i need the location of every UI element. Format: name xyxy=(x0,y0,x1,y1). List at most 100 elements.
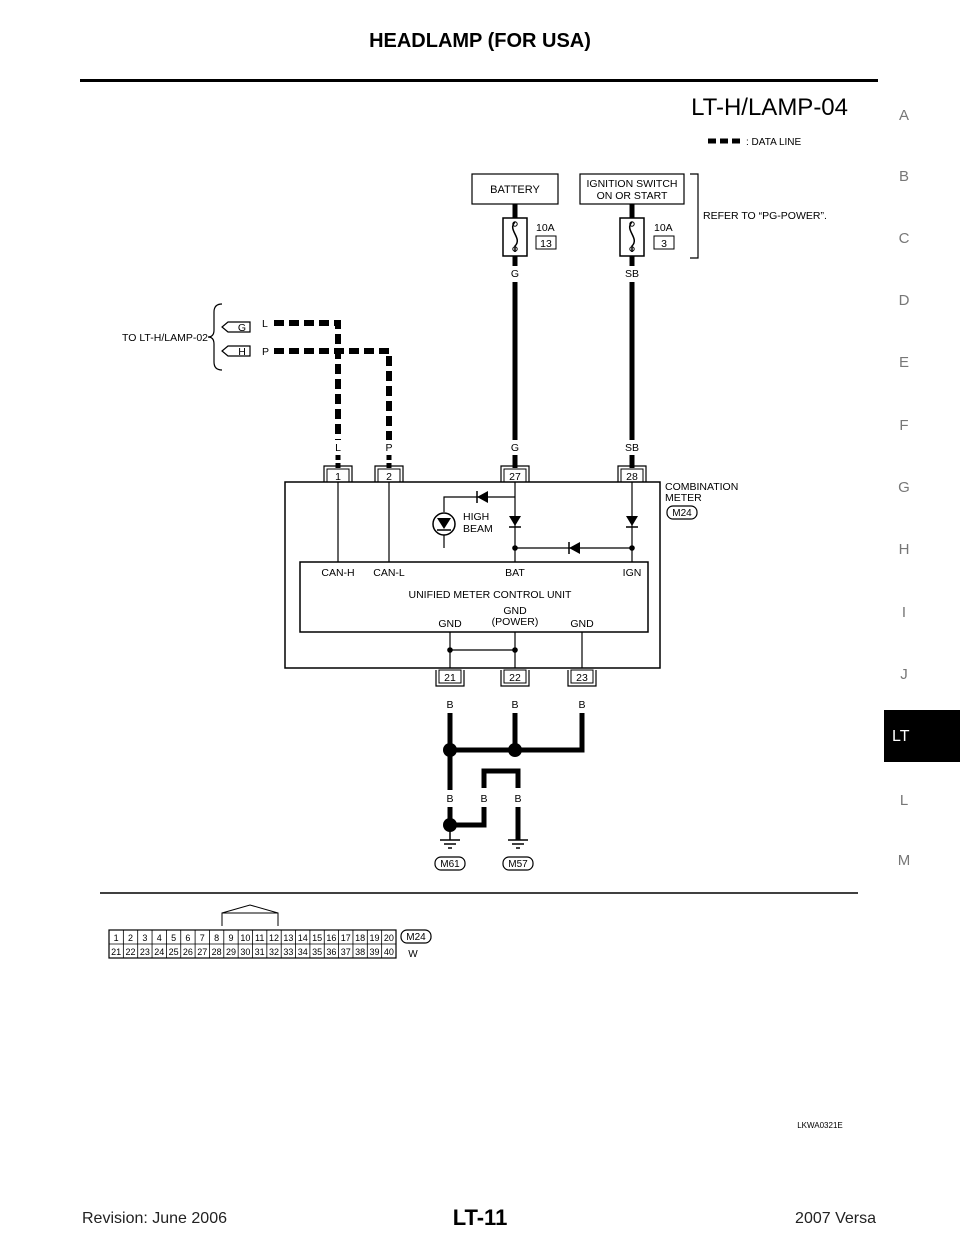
connector-face-pin: 31 xyxy=(255,947,265,957)
side-index-a[interactable]: A xyxy=(898,107,909,124)
connector-face-pin: 18 xyxy=(355,933,365,943)
pin-2-label: 2 xyxy=(386,471,392,483)
combination-label-line1: COMBINATION xyxy=(665,481,738,493)
high-beam-label-line1: HIGH xyxy=(463,511,489,523)
connector-face-pin: 21 xyxy=(111,947,121,957)
footer-model: 2007 Versa xyxy=(795,1210,876,1227)
gnd-power-line1: GND xyxy=(503,605,527,617)
connector-face-pin: 7 xyxy=(200,933,205,943)
pin-1: 1 xyxy=(323,465,353,483)
wire-label-b-23: B xyxy=(578,699,585,711)
connector-face-pin: 13 xyxy=(283,933,293,943)
connector-face-pin: 23 xyxy=(140,947,150,957)
to-lamp02-label: TO LT-H/LAMP-02 xyxy=(122,332,208,344)
connector-face-pin: 35 xyxy=(312,947,322,957)
footer-page-number: LT-11 xyxy=(452,1205,508,1230)
connector-face-pin: 3 xyxy=(142,933,147,943)
data-line-p xyxy=(274,348,392,440)
connector-face-pin: 8 xyxy=(214,933,219,943)
gnd-power-line2: (POWER) xyxy=(492,616,539,628)
connector-face-pin: 40 xyxy=(384,947,394,957)
connector-face-pin: 16 xyxy=(326,933,336,943)
wire-label-p-top: P xyxy=(262,346,269,358)
connector-face-pin: 11 xyxy=(255,933,264,943)
pin-28: 28 xyxy=(617,465,647,483)
unit-label: UNIFIED METER CONTROL UNIT xyxy=(409,589,573,601)
wire-label-b-m61: B xyxy=(446,793,453,805)
connector-face-id: M24 xyxy=(406,932,426,943)
connector-face-pin: 29 xyxy=(226,947,236,957)
connector-face-pin: 17 xyxy=(341,933,351,943)
connector-face-pin: 4 xyxy=(157,933,162,943)
pin-27-label: 27 xyxy=(509,471,521,483)
data-line-l xyxy=(274,320,341,440)
pin-22-label: 22 xyxy=(509,672,521,684)
ground-symbol-m61 xyxy=(440,839,460,849)
fuse1-num: 13 xyxy=(540,238,552,250)
wire-label-b-jumper: B xyxy=(480,793,487,805)
diode-high-beam xyxy=(477,491,488,503)
connector-face-pin: 12 xyxy=(269,933,279,943)
pin-27: 27 xyxy=(500,465,530,483)
wire-label-g-top: G xyxy=(511,268,519,280)
pin-23: 23 xyxy=(567,669,597,687)
diode-bat-ign xyxy=(569,542,580,554)
ground-symbol-m57 xyxy=(508,839,528,849)
wire-ground-jumper xyxy=(481,768,521,788)
pin-28-label: 28 xyxy=(626,471,638,483)
connector-face-pin: 5 xyxy=(171,933,176,943)
wire-ground-23 xyxy=(450,713,585,753)
ground-m61-badge xyxy=(434,856,466,871)
side-index-h[interactable]: H xyxy=(898,541,910,558)
connector-face-pin: 30 xyxy=(240,947,250,957)
refer-label: REFER TO “PG-POWER”. xyxy=(703,210,827,222)
fuse-13: 10A 13 xyxy=(502,204,557,257)
connector-face-pin: 26 xyxy=(183,947,193,957)
side-index-e[interactable]: E xyxy=(898,354,909,371)
side-index-f[interactable]: F xyxy=(899,417,909,434)
side-index-g[interactable]: G xyxy=(898,479,910,496)
wire-label-sb-bottom: SB xyxy=(625,442,639,454)
side-index-m[interactable]: M xyxy=(897,852,911,869)
connector-face-pin: 6 xyxy=(185,933,190,943)
connector-face-pin: 28 xyxy=(212,947,222,957)
side-index-d[interactable]: D xyxy=(898,292,910,309)
connector-face-pin: 38 xyxy=(355,947,365,957)
wire-label-b-m57: B xyxy=(514,793,521,805)
connector-face-color: W xyxy=(408,949,418,960)
connector-face-pin: 22 xyxy=(126,947,136,957)
pin-23-label: 23 xyxy=(576,672,588,684)
connector-face-pin: 25 xyxy=(169,947,179,957)
gnd-label-1: GND xyxy=(438,618,462,630)
connector-face-pin: 1 xyxy=(114,933,119,943)
connector-m24-badge xyxy=(666,505,698,520)
unified-meter-control-unit xyxy=(299,561,649,633)
bat-label: BAT xyxy=(505,567,525,579)
side-tab-lt[interactable]: LT xyxy=(884,710,960,762)
high-beam-indicator xyxy=(432,512,456,536)
connector-face-pin: 34 xyxy=(298,947,308,957)
connector-face-pin: 15 xyxy=(312,933,322,943)
ground-m57-badge xyxy=(502,856,534,871)
connector-face-pin: 39 xyxy=(369,947,379,957)
splice-2 xyxy=(508,743,522,757)
connector-ref-h xyxy=(221,345,251,357)
side-index-j[interactable]: J xyxy=(900,666,908,683)
fuse-3: 10A 3 xyxy=(619,204,675,257)
side-index-l[interactable]: L xyxy=(899,792,909,809)
gnd-label-2: GND xyxy=(570,618,594,630)
side-index-b[interactable]: B xyxy=(898,168,909,185)
ground-m61-label: M61 xyxy=(440,859,460,870)
side-index-i[interactable]: I xyxy=(901,604,907,621)
side-index-c[interactable]: C xyxy=(898,230,910,247)
connector-face-pin: 33 xyxy=(283,947,293,957)
combination-label-line2: METER xyxy=(665,492,702,504)
wire-label-g-bottom: G xyxy=(511,442,519,454)
footer-revision: Revision: June 2006 xyxy=(82,1210,227,1227)
connector-ref-g xyxy=(221,321,251,333)
legend-label: : DATA LINE xyxy=(746,137,802,148)
connector-ref-g-label: G xyxy=(238,322,246,334)
pin-22: 22 xyxy=(500,669,530,687)
